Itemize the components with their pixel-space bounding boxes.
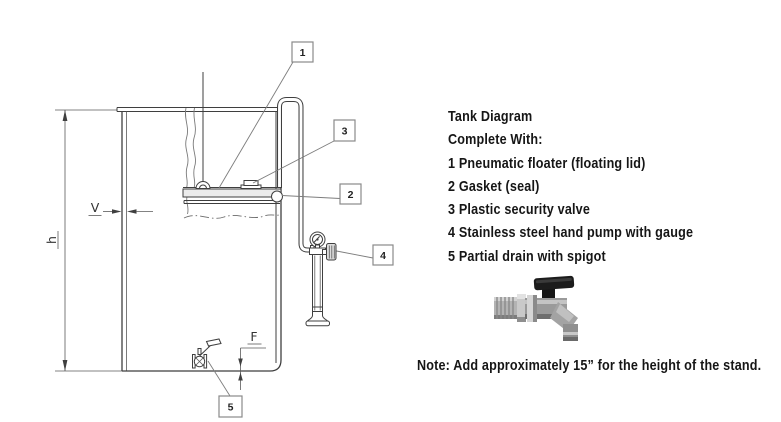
arrow-down [62,360,68,371]
callout-2: 2 [281,183,362,205]
drain-height-dimension: F [238,329,266,390]
legend-panel: Tank Diagram Complete With: 1 Pneumatic … [448,105,693,268]
wall-thickness-label: V [91,200,100,215]
gasket-seal [271,190,283,203]
legend-subtitle: Complete With: [448,131,543,149]
callout-2-box [339,183,362,205]
legend-title: Tank Diagram [448,108,533,125]
spigot-photo [494,275,578,341]
legend-item-3: 3 Plastic security valve [448,201,591,219]
callout-4-number: 4 [380,250,386,262]
callout-3-box [333,119,356,142]
callout-4: 4 [336,244,394,266]
air-tube [277,97,311,253]
break-lines [183,107,282,219]
pump-base-flare [306,311,329,322]
callout-5-box [218,395,243,418]
callout-3-number: 3 [342,126,348,138]
note-text: Note: Add approximately 15” for the heig… [417,357,762,374]
height-label: h [44,236,59,244]
hand-pump [305,231,337,327]
legend-item-2: 2 Gasket (seal) [448,177,540,195]
callout-3-leader [252,140,335,184]
callout-1: 1 [218,41,314,189]
height-dimension: h [44,109,122,372]
arrow-up [62,110,68,121]
callout-5: 5 [207,360,243,418]
drain-spigot-symbol [192,338,222,369]
callout-5-leader [207,360,231,397]
legend-item-5: 5 Partial drain with spigot [448,247,606,265]
floating-lid [182,72,283,204]
drain-height-label: F [250,329,257,344]
callout-1-box [291,41,314,63]
tank-outline [116,107,282,372]
callout-5-number: 5 [228,402,234,414]
liquid-level-line [183,214,282,219]
security-valve-fitting [240,180,262,189]
callout-3: 3 [252,119,356,184]
pump-knob [326,243,337,261]
legend-item-1: 1 Pneumatic floater (floating lid) [448,154,646,172]
callout-2-leader [281,195,341,199]
pump-base-plate [305,320,330,327]
spigot-lever [205,338,222,347]
callout-2-number: 2 [348,189,354,201]
callout-1-leader [218,61,294,189]
wall-thickness-dimension: V [88,200,153,216]
pump-cylinder [312,254,323,312]
callout-1-number: 1 [300,47,306,59]
callout-4-box [372,244,394,266]
legend-item-4: 4 Stainless steel hand pump with gauge [448,224,694,242]
callout-4-leader [336,250,374,259]
